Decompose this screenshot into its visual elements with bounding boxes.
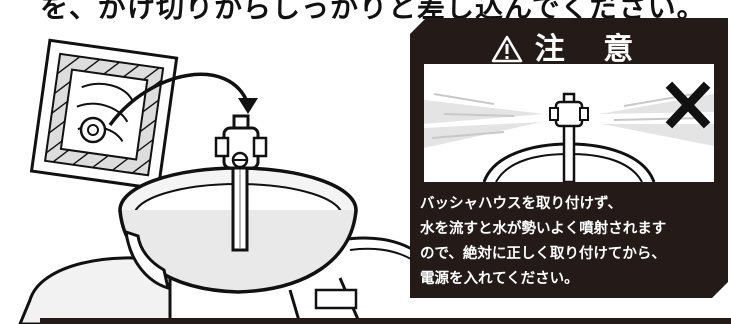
arrow-icon bbox=[108, 72, 250, 127]
caution-line: 電源を入れてください。 bbox=[420, 271, 579, 287]
bottom-divider bbox=[40, 318, 731, 324]
spout-cap-icon bbox=[79, 116, 107, 144]
basin-illustration bbox=[18, 38, 420, 324]
inset-detail bbox=[29, 38, 179, 191]
caution-panel: 注 意 bbox=[410, 18, 728, 298]
caution-line: バッシャハウスを取り付けず、 bbox=[420, 196, 622, 212]
x-mark-icon bbox=[672, 88, 704, 122]
caution-illustration bbox=[424, 64, 714, 182]
caution-line: 水を流すと水が勢いよく噴射されます bbox=[420, 221, 667, 237]
caution-title: 注 意 bbox=[410, 24, 728, 71]
caution-line: ので、絶対に正しく取り付けてから、 bbox=[420, 246, 666, 262]
caution-title-text: 注 意 bbox=[534, 32, 648, 67]
caution-message: バッシャハウスを取り付けず、 水を流すと水が勢いよく噴射されます ので、絶対に正… bbox=[420, 192, 725, 292]
warning-triangle-icon bbox=[491, 35, 523, 71]
